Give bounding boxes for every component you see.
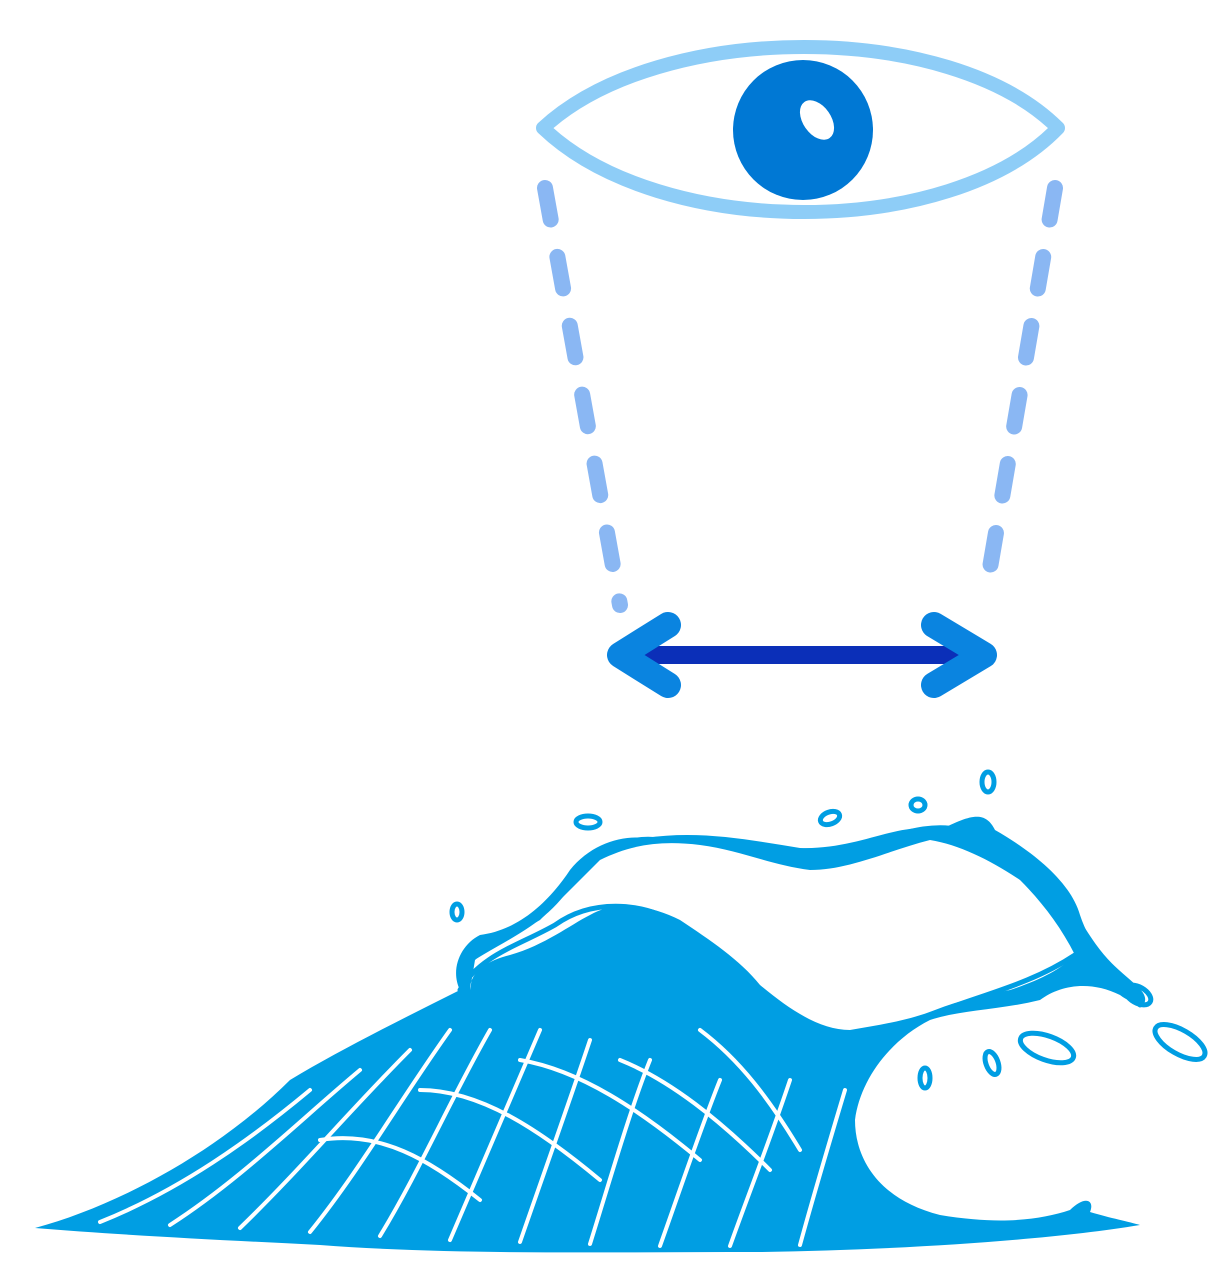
dashed-sightline-icon [545, 188, 1055, 605]
ocean-wave-icon [35, 772, 1210, 1252]
right-sightline [985, 188, 1055, 597]
eye-pupil [733, 60, 873, 200]
double-headed-arrow-icon [620, 625, 984, 685]
eye-icon [543, 47, 1058, 212]
left-sightline [545, 188, 620, 605]
